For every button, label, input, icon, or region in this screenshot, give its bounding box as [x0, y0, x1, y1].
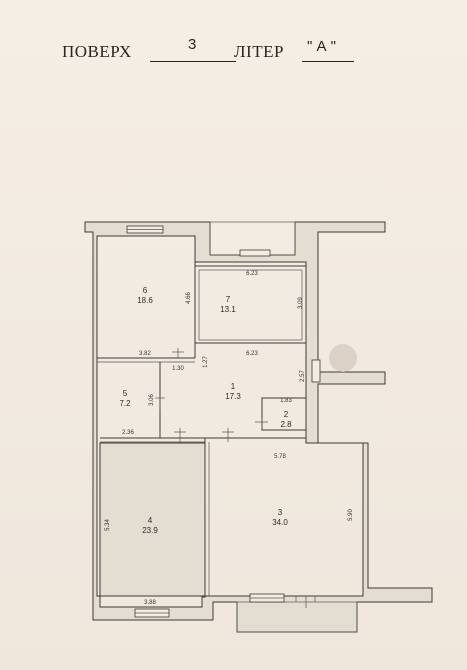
balcony-bottom: [236, 601, 358, 633]
dim-5-90: 5.90: [348, 509, 354, 521]
liter-value: " А ": [307, 38, 336, 55]
liter-underline: [302, 61, 354, 62]
dim-3-82: 3.82: [139, 351, 151, 357]
room-1-number: 1: [231, 382, 236, 391]
room-7-inner: [198, 269, 303, 341]
floor-value: 3: [188, 36, 197, 53]
dim-6-23-mid: 6.23: [246, 351, 258, 357]
room-7-area: 13.1: [220, 305, 236, 314]
room-2-area: 2.8: [280, 420, 292, 429]
room-5-number: 5: [123, 389, 128, 398]
room-7-walls: [194, 265, 307, 344]
dim-3-09: 3.09: [298, 297, 304, 309]
liter-label: ЛІТЕР: [234, 42, 284, 61]
floor-underline: [150, 61, 236, 62]
dim-6-23-top: 6.23: [246, 271, 258, 277]
room-4-area: 23.9: [142, 526, 158, 535]
window-room7: [239, 249, 271, 257]
room-7-number: 7: [226, 295, 231, 304]
dim-1-30: 1.30: [172, 366, 184, 372]
dim-3-88: 3.88: [144, 600, 156, 606]
plan-header: ПОВЕРХ 3 ЛІТЕР " А ": [62, 36, 382, 66]
room-3-number: 3: [278, 508, 283, 517]
outer-wall: [84, 221, 433, 633]
dim-1-27: 1.27: [203, 356, 209, 368]
floor-label: ПОВЕРХ: [62, 42, 132, 61]
dim-4-66: 4.66: [186, 292, 192, 304]
room-4-number: 4: [148, 516, 153, 525]
dim-3-06: 3.06: [149, 394, 155, 406]
paper-stain: [329, 344, 357, 372]
room-6-number: 6: [143, 286, 148, 295]
window-hall: [311, 359, 321, 383]
room-5-area: 7.2: [119, 399, 131, 408]
dim-2-57: 2.57: [300, 370, 306, 382]
dim-5-34: 5.34: [105, 519, 111, 531]
room-2-number: 2: [284, 410, 289, 419]
room-1-area: 17.3: [225, 392, 241, 401]
dim-1-83: 1.83: [280, 398, 292, 404]
room-3-area: 34.0: [272, 518, 288, 527]
room-2-walls: [261, 397, 307, 431]
room-6-area: 18.6: [137, 296, 153, 305]
dim-2-36: 2.36: [122, 430, 134, 436]
dim-5-78: 5.78: [274, 454, 286, 460]
